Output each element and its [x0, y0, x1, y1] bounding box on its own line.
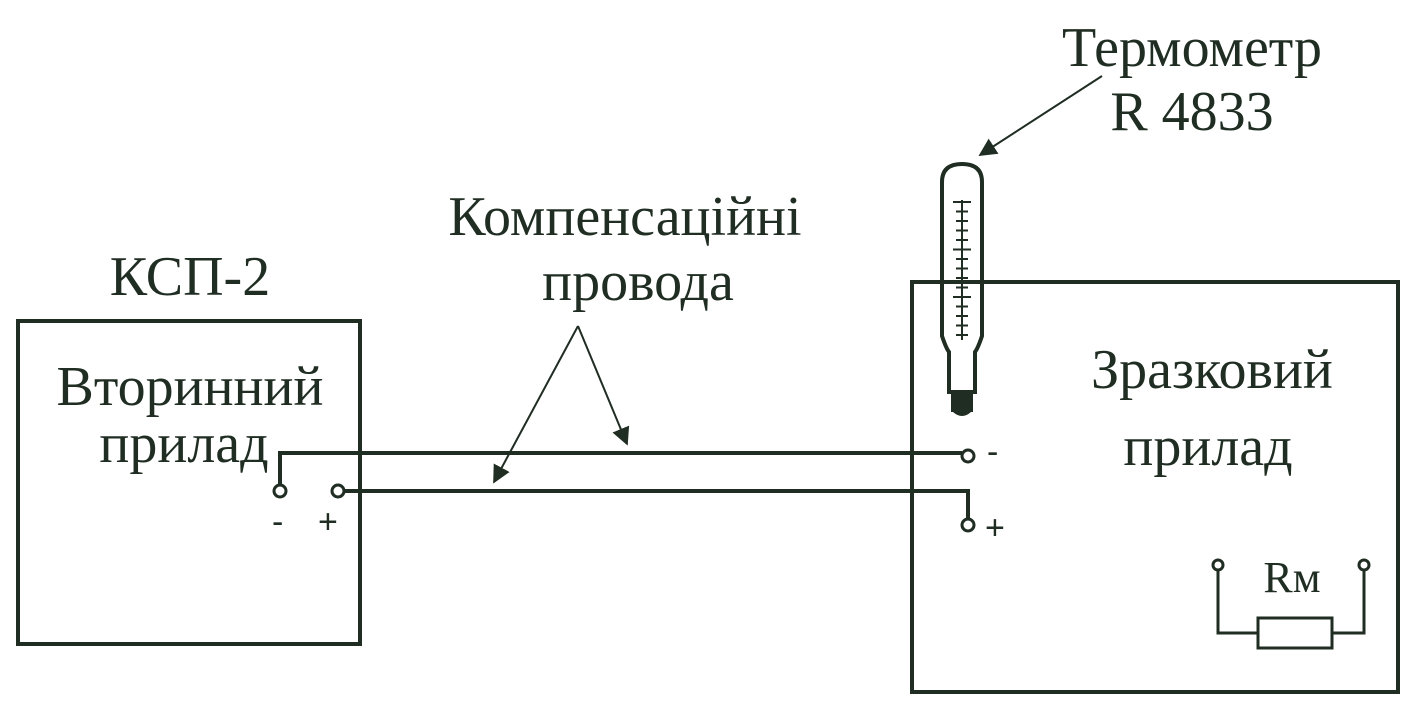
thermometer-icon: [940, 161, 984, 416]
secondary-terminal-plus: [330, 483, 346, 499]
wires-pointer-arrow-right: [577, 325, 630, 446]
compensating-wires-label-line1: Компенсаційні: [448, 186, 801, 248]
resistor-label: Rм: [1263, 553, 1320, 602]
ksp-label: КСП-2: [110, 246, 270, 308]
wires-pointer-arrow-left: [493, 325, 579, 484]
reference-instrument-box: [910, 280, 1400, 694]
secondary-terminal-minus: [272, 483, 288, 499]
secondary-plus-sign: +: [318, 503, 338, 541]
secondary-instrument-box: [16, 319, 362, 646]
compensating-wire-minus: [278, 451, 962, 485]
compensating-wire-plus: [344, 489, 970, 519]
thermometer-label-line1: Термометр: [1062, 17, 1322, 79]
reference-minus-sign: -: [987, 433, 998, 471]
reference-instrument-label-line2: прилад: [1123, 416, 1292, 478]
thermometer-label-line2: R 4833: [1110, 81, 1273, 143]
secondary-instrument-label-line2: прилад: [99, 413, 268, 475]
reference-terminal-minus: [960, 448, 976, 464]
thermometer-pointer-arrow: [978, 75, 1103, 156]
compensating-wires-label-line2: провода: [542, 251, 734, 313]
secondary-minus-sign: -: [272, 503, 283, 541]
reference-plus-sign: +: [985, 509, 1005, 547]
reference-terminal-plus: [960, 517, 976, 533]
resistor-rm: [1211, 558, 1371, 650]
reference-instrument-label-line1: Зразковий: [1091, 339, 1333, 401]
secondary-instrument-label-line1: Вторинний: [57, 356, 324, 418]
